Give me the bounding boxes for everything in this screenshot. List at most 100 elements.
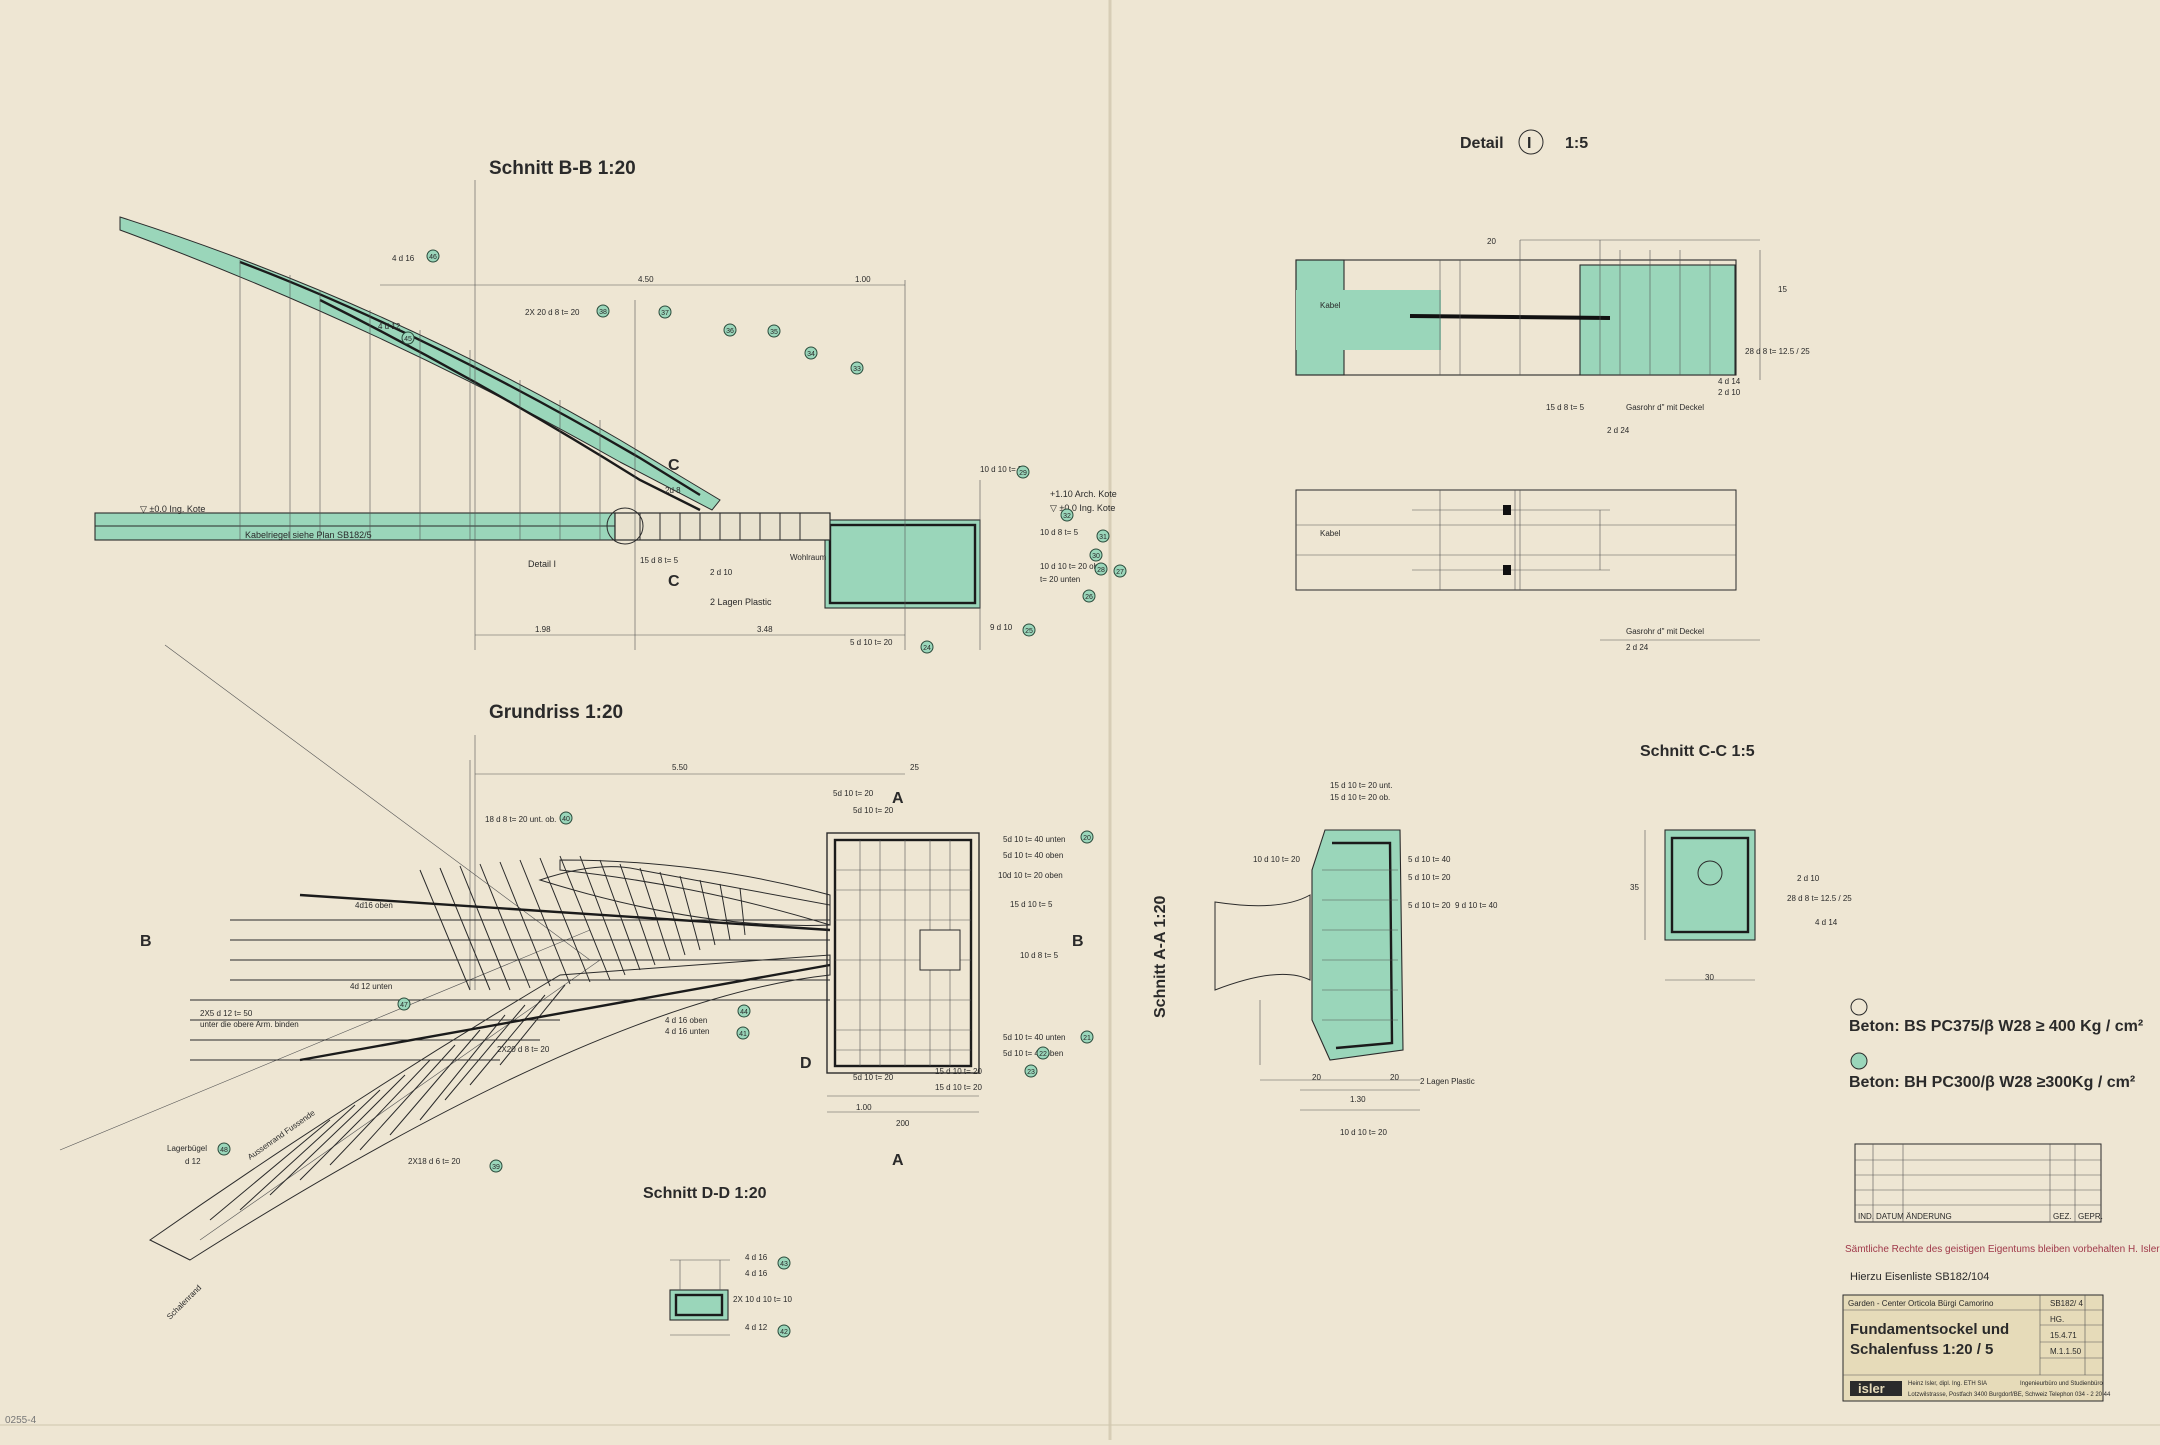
tb-logo-plate: [1850, 1381, 1902, 1396]
dd-label-c: 2X 10 d 10 t= 10: [733, 1295, 792, 1304]
position-marker: 35: [767, 324, 781, 338]
position-marker: 45: [401, 331, 415, 345]
aa-label-t1: 15 d 10 t= 20 unt.: [1330, 781, 1393, 790]
section-mark-b-left: B: [140, 933, 152, 950]
section-dd-dim: [670, 1259, 730, 1336]
section-mark-a-top: A: [892, 790, 904, 807]
section-aa-dims: [1259, 1000, 1420, 1111]
position-marker: 46: [426, 249, 440, 263]
row-label: 15 d 10 t= 20: [935, 1067, 982, 1076]
row-label: 15 d 10 t= 5: [1010, 900, 1053, 909]
label-ing-kote: ▽ ±0.0 Ing. Kote: [1050, 503, 1115, 513]
shell-rebar-top: [239, 260, 701, 497]
bar-label: Lagerbügel: [167, 1144, 207, 1153]
dim-top-a: 4.50: [638, 275, 654, 284]
label-kote: ▽ ±0.0 Ing. Kote: [140, 504, 205, 514]
rev-header: GEZ.: [2053, 1212, 2072, 1221]
section-aa-title: Schnitt A-A 1:20: [1152, 896, 1169, 1018]
bar-label: Schalenrand: [165, 1283, 203, 1321]
bar-label: 2d 8: [665, 486, 681, 495]
row-label: 5d 10 t= 20: [853, 1073, 894, 1082]
cc-dim: 30: [1705, 973, 1714, 982]
bar-label: 9 d 10: [990, 623, 1013, 632]
detail-elevation-foundation: [1579, 264, 1736, 376]
row-label: 10d 10 t= 20 oben: [998, 871, 1063, 880]
position-marker: 40: [559, 811, 573, 825]
bar-label: Aussenrand Fussende: [246, 1108, 317, 1162]
revision-table-grid: [1855, 1144, 2101, 1222]
section-cc-rebar: [1670, 836, 1750, 934]
detail-d24-plan: 2 d 24: [1626, 643, 1649, 652]
dd-label-d: 4 d 12: [745, 1323, 768, 1332]
tb-title-line1: Fundamentsockel und: [1850, 1321, 2009, 1338]
tb-drawn: HG.: [2050, 1315, 2064, 1324]
detail-cable: [1409, 314, 1611, 320]
plan-rebar-main: [299, 893, 831, 1062]
svg-text:48: 48: [220, 1147, 228, 1154]
row-label: 5d 10 t= 20: [853, 806, 894, 815]
cc-label-c: 4 d 14: [1815, 918, 1838, 927]
detail-gasrohr-plan: Gasrohr d" mit Deckel: [1626, 627, 1704, 636]
bar-label: 10 d 10 t= 20 oben: [1040, 562, 1107, 571]
bar-label: 2X5 d 12 t= 50: [200, 1009, 253, 1018]
bar-label: 2 d 10: [710, 568, 733, 577]
position-marker: 31: [1096, 529, 1110, 543]
dd-label-b: 4 d 16: [745, 1269, 768, 1278]
row-label: 10 d 8 t= 5: [1020, 951, 1059, 960]
shell-rebar-bottom: [319, 298, 701, 512]
position-marker: 33: [850, 361, 864, 375]
plan-view: Grundriss 1:20 B B A A D 5.50 25 1.00 20…: [59, 644, 1084, 1321]
detail-d24: 2 d 24: [1607, 426, 1630, 435]
bar-label: d 12: [185, 1157, 201, 1166]
detail-dim15: 15: [1778, 285, 1787, 294]
aa-label-t2: 15 d 10 t= 20 ob.: [1330, 793, 1390, 802]
row-label: 5d 10 t= 20: [833, 789, 874, 798]
concrete-bs-swatch: [1850, 998, 1868, 1016]
aa-label-b1: 10 d 10 t= 20: [1340, 1128, 1387, 1137]
aa-label-s1: 10 d 10 t= 20: [1253, 855, 1300, 864]
plan-title: Grundriss 1:20: [489, 702, 623, 723]
detail-plan-outline: [1295, 489, 1737, 591]
svg-text:44: 44: [740, 1009, 748, 1016]
position-marker: 47: [397, 997, 411, 1011]
svg-text:46: 46: [429, 254, 437, 261]
bar-label: 10 d 10 t= 5: [980, 465, 1023, 474]
position-marker: 24: [920, 640, 934, 654]
section-cc-dims: [1644, 830, 1755, 981]
dd-label-a: 4 d 16: [745, 1253, 768, 1262]
svg-text:32: 32: [1063, 513, 1071, 520]
svg-text:43: 43: [780, 1261, 788, 1268]
dim-top-b: 1.00: [855, 275, 871, 284]
reference-note: Hierzu Eisenliste SB182/104: [1850, 1271, 1989, 1283]
revision-table: IND. DATUM ÄNDERUNG GEZ. GEPR.: [1854, 1143, 2103, 1223]
section-aa-stirrups: [1322, 869, 1398, 1021]
plan-row-labels: 5d 10 t= 20 5d 10 t= 20 5d 10 t= 40 unte…: [833, 789, 1066, 1092]
bar-label: 4d 12 unten: [350, 982, 392, 991]
position-marker: 42: [777, 1324, 791, 1338]
svg-text:26: 26: [1085, 594, 1093, 601]
foundation-block: [824, 519, 981, 609]
row-label: 5d 10 t= 40 unten: [1003, 835, 1066, 844]
section-cc: Schnitt C-C 1:5 2 d 10 28 d 8 t= 12.5 / …: [1630, 743, 1852, 982]
section-bb: Schnitt B-B 1:20 4.50 1.00 1.98 3.48 ▽ ±…: [94, 158, 1117, 650]
position-marker: 27: [1113, 564, 1127, 578]
detail-d14: 4 d 14: [1718, 377, 1741, 386]
dim-bot-b: 3.48: [757, 625, 773, 634]
detail-kabel-plan: Kabel: [1320, 529, 1341, 538]
cc-label-a: 2 d 10: [1797, 874, 1820, 883]
section-aa-foundation: [1311, 829, 1404, 1061]
rebar-hatching: [209, 855, 746, 1221]
cc-label-b: 28 d 8 t= 12.5 / 25: [1787, 894, 1852, 903]
section-mark-b-right: B: [1072, 933, 1084, 950]
section-mark-c-bottom: C: [668, 573, 680, 590]
position-marker: 25: [1022, 623, 1036, 637]
row-label: 5d 10 t= 40 oben: [1003, 1049, 1063, 1058]
label-kabelriegel: Kabelriegel siehe Plan SB182/5: [245, 530, 372, 540]
svg-text:23: 23: [1027, 1069, 1035, 1076]
foundation-plan-rebar: [833, 838, 973, 1068]
revision-table-frame: [1854, 1143, 2102, 1223]
aa-label-s3: 5 d 10 t= 20: [1408, 873, 1451, 882]
svg-text:27: 27: [1116, 569, 1124, 576]
bar-label: 4 d 16 unten: [665, 1027, 709, 1036]
